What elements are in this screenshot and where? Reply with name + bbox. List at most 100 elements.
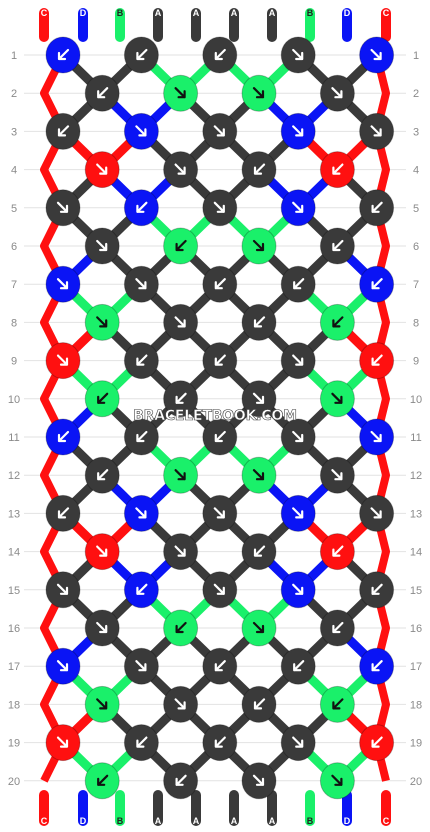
arrow-down-left-icon (253, 163, 266, 175)
top-string-stub (39, 8, 49, 42)
row-number-left: 7 (11, 279, 17, 291)
row-number-left: 10 (8, 394, 20, 406)
top-string-label: A (193, 8, 200, 18)
knot (202, 418, 238, 456)
top-string-label: A (155, 8, 162, 18)
arrow-down-right-icon (96, 239, 108, 252)
arrow-down-right-icon (135, 660, 147, 672)
arrow-down-left-icon (214, 354, 226, 366)
row-number-right: 6 (413, 241, 419, 253)
knot (45, 418, 81, 456)
row-number-right: 13 (410, 508, 422, 520)
row-number-right: 17 (410, 661, 422, 673)
knot (359, 724, 395, 762)
row-number-left: 6 (11, 241, 17, 253)
knot (241, 151, 277, 189)
knot (241, 380, 277, 418)
knot (84, 151, 120, 189)
arrow-down-right-icon (96, 545, 108, 557)
arrow-down-left-icon (214, 736, 226, 748)
row-number-left: 5 (11, 203, 17, 215)
arrow-down-right-icon (252, 621, 265, 634)
arrow-down-right-icon (174, 163, 186, 175)
knot (123, 647, 159, 685)
row-number-right: 15 (410, 585, 422, 597)
knot (84, 303, 120, 341)
arrow-down-right-icon (331, 774, 343, 786)
bottom-string-label: A (269, 816, 276, 826)
knot (123, 112, 159, 150)
knot (123, 724, 159, 762)
row-number-right: 2 (413, 88, 419, 100)
top-string-stub (267, 8, 277, 42)
knot (163, 762, 199, 800)
arrow-down-left-icon (371, 201, 383, 213)
row-number-left: 19 (8, 738, 20, 750)
arrow-down-left-icon (214, 48, 226, 61)
arrow-down-left-icon (293, 278, 305, 290)
arrow-down-right-icon (135, 278, 147, 290)
arrow-down-left-icon (175, 774, 187, 786)
arrow-down-left-icon (175, 239, 187, 252)
arrow-down-right-icon (252, 469, 265, 481)
arrow-down-right-icon (96, 316, 108, 328)
arrow-down-right-icon (135, 125, 147, 137)
knot (45, 189, 81, 227)
knot (280, 724, 316, 762)
row-number-left: 17 (8, 661, 20, 673)
knot (280, 571, 316, 609)
arrow-down-left-icon (214, 430, 226, 443)
arrow-down-right-icon (56, 278, 69, 290)
arrow-down-right-icon (252, 239, 265, 252)
arrow-down-left-icon (332, 698, 344, 710)
bottom-string-label: A (231, 816, 238, 826)
top-string-label: B (307, 8, 314, 18)
row-number-right: 8 (413, 317, 419, 329)
arrow-down-left-icon (214, 660, 226, 672)
arrow-down-left-icon (332, 239, 344, 252)
bottom-string-label: C (41, 816, 48, 826)
knot (123, 342, 159, 380)
arrow-down-right-icon (370, 507, 382, 519)
arrow-down-left-icon (371, 278, 383, 290)
knot (45, 265, 81, 303)
arrow-down-left-icon (97, 87, 109, 99)
knot (280, 418, 316, 456)
arrow-down-left-icon (175, 392, 187, 404)
top-string-stub (191, 8, 201, 42)
row-number-right: 9 (413, 356, 419, 368)
row-number-right: 18 (410, 699, 422, 711)
knot (202, 342, 238, 380)
knot (163, 303, 199, 341)
knot (202, 36, 238, 74)
knot (280, 189, 316, 227)
knot (319, 533, 355, 571)
arrow-down-right-icon (174, 469, 186, 481)
arrow-down-right-icon (292, 583, 304, 595)
knot (45, 112, 81, 150)
row-number-left: 16 (8, 623, 20, 635)
knot (84, 74, 120, 112)
arrow-down-left-icon (332, 163, 344, 175)
row-number-right: 20 (410, 776, 422, 788)
row-number-right: 11 (410, 432, 421, 444)
arrow-down-right-icon (213, 201, 225, 213)
arrow-down-right-icon (252, 774, 265, 786)
bottom-string-label: B (117, 816, 124, 826)
row-number-right: 16 (410, 623, 422, 635)
knot (319, 609, 355, 647)
knot (359, 571, 395, 609)
arrow-down-left-icon (136, 736, 148, 748)
row-number-right: 14 (410, 547, 422, 559)
row-number-right: 10 (410, 394, 422, 406)
arrow-down-right-icon (174, 87, 186, 99)
top-string-stub (305, 8, 315, 42)
knot (202, 571, 238, 609)
knot (202, 724, 238, 762)
row-number-right: 12 (410, 470, 422, 482)
knot (280, 647, 316, 685)
top-string-label: D (80, 8, 87, 18)
row-number-left: 18 (8, 699, 20, 711)
row-number-left: 13 (8, 508, 20, 520)
bottom-string-stub (191, 790, 201, 826)
